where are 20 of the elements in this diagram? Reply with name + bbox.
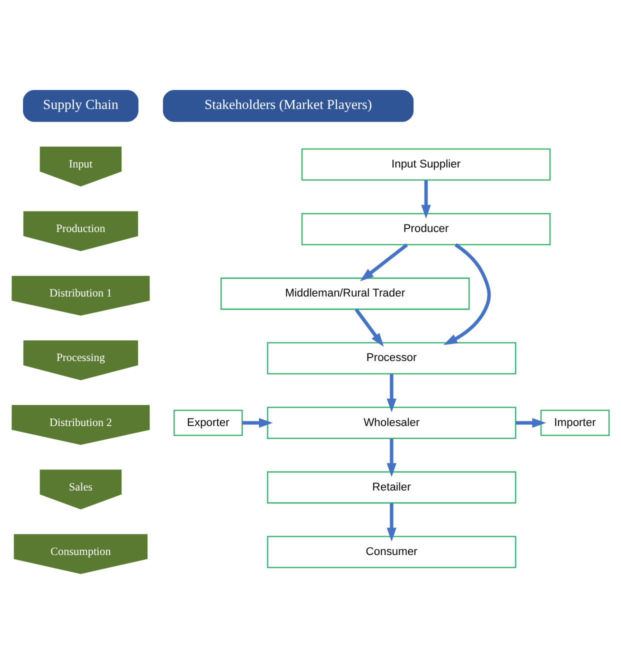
arrow — [360, 243, 408, 282]
node-box: Producer — [301, 212, 551, 246]
arrow — [386, 438, 396, 477]
arrow — [516, 418, 546, 428]
node-box: Consumer — [266, 536, 516, 568]
arrow — [242, 418, 273, 428]
node-box: Processor — [266, 342, 516, 374]
arrow — [354, 308, 384, 347]
arrow — [421, 180, 431, 219]
node-box: Middleman/Rural Trader — [220, 278, 470, 310]
arrow — [443, 243, 491, 346]
node-box: Importer — [540, 410, 610, 436]
node-box: Supply Chain — [23, 90, 138, 122]
node-box: Wholesaler — [266, 406, 516, 439]
node-box: Exporter — [174, 410, 243, 436]
node-box: Input Supplier — [301, 148, 551, 181]
node-box: Retailer — [266, 471, 516, 504]
arrow — [386, 374, 396, 412]
arrow — [386, 503, 396, 542]
node-box: Stakeholders (Market Players) — [162, 90, 414, 122]
